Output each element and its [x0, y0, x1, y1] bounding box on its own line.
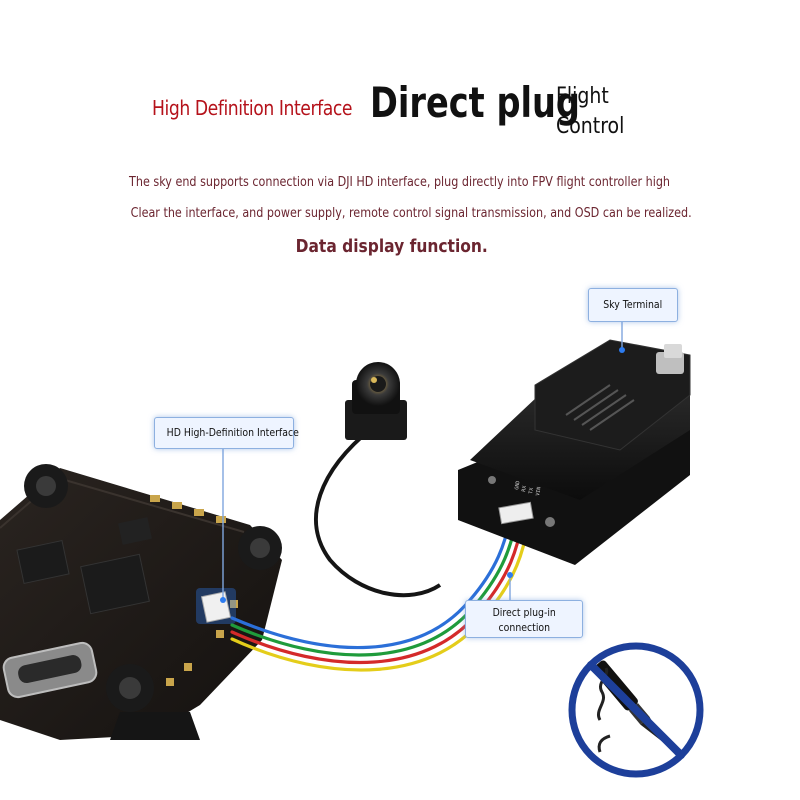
svg-text:GND: GND [514, 480, 521, 490]
camera-cable [314, 426, 442, 598]
direct-plug-callout: Direct plug-in connection [465, 600, 583, 638]
sky-terminal-label: Sky Terminal [603, 298, 663, 311]
hd-interface-label: HD High-Definition Interface [166, 426, 299, 439]
flight-controller [0, 464, 282, 740]
sky-terminal-vtx: GND RX TX VIN [458, 339, 691, 565]
direct-plug-line2: connection [498, 621, 550, 634]
headline: High Definition Interface Direct plug Fl… [0, 0, 800, 150]
svg-text:TX: TX [528, 487, 535, 494]
headline-small-line2: Control [556, 114, 625, 139]
svg-text:RX: RX [521, 485, 528, 492]
no-soldering-icon [568, 642, 704, 778]
headline-red-text: High Definition Interface [152, 96, 353, 120]
hd-interface-callout: HD High-Definition Interface [154, 417, 299, 449]
connection-wires [230, 518, 530, 672]
callout-dots [220, 347, 625, 603]
headline-big-text: Direct plug [370, 78, 580, 127]
sky-terminal-callout: Sky Terminal [588, 288, 678, 322]
description-line2: Clear the interface, and power supply, r… [130, 206, 692, 221]
callout-leaders [222, 320, 623, 600]
camera [345, 362, 407, 440]
description-line1: The sky end supports connection via DJI … [129, 175, 671, 190]
headline-small-text: Flight Control [556, 82, 633, 142]
svg-text:VIN: VIN [535, 486, 542, 496]
description-line3: Data display function. [295, 236, 489, 257]
headline-small-line1: Flight [556, 84, 609, 109]
direct-plug-line1: Direct plug-in [492, 606, 556, 619]
